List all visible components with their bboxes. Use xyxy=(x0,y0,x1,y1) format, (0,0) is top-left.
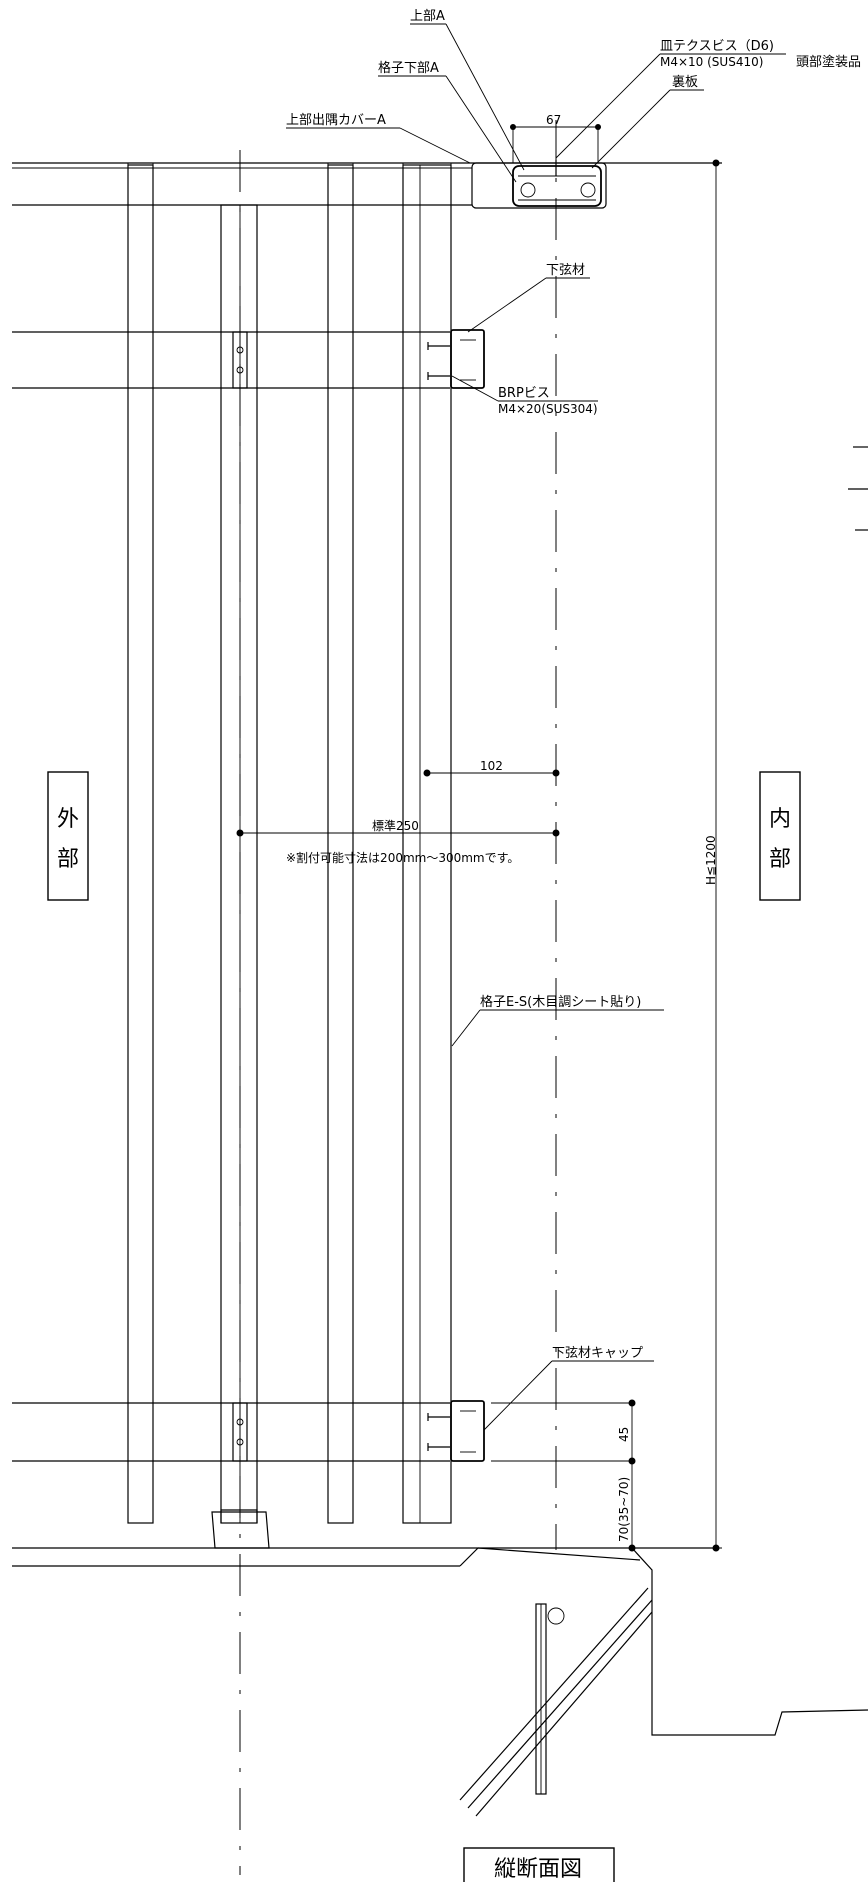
interior-char-2: 部 xyxy=(769,847,791,872)
dim-70-text: 70(35~70) xyxy=(617,1477,631,1542)
top-a-text: 上部A xyxy=(410,9,445,24)
post-base xyxy=(211,1509,270,1549)
label-brp-screw: BRPビス M4×20(SUS304) xyxy=(451,375,598,416)
label-lower-chord: 下弦材 xyxy=(467,262,590,333)
countersunk-screw-spec: M4×10 (SUS410) xyxy=(660,55,763,69)
back-plate-text: 裏板 xyxy=(672,75,698,90)
lower-chord-cap-text: 下弦材キャップ xyxy=(552,1345,643,1361)
label-lower-chord-cap: 下弦材キャップ xyxy=(483,1345,654,1431)
interior-char-1: 内 xyxy=(769,807,791,832)
label-grid-es: 格子E-S(木目調シート貼り) xyxy=(451,994,664,1047)
dim-250-text: 標準250 xyxy=(372,818,419,833)
dim-67: 67 xyxy=(510,113,601,163)
exterior-char-2: 部 xyxy=(57,847,79,872)
slat-2 xyxy=(220,204,258,1524)
floor-slab xyxy=(12,1547,718,1567)
corner-cover-text: 上部出隅カバーA xyxy=(286,113,386,128)
wall-structure xyxy=(459,1547,868,1817)
label-top-a: 上部A xyxy=(410,9,525,171)
dim-45-text: 45 xyxy=(617,1427,631,1442)
top-beam xyxy=(12,162,722,206)
label-back-plate: 裏板 xyxy=(591,75,704,169)
dim-45-70: 45 70(35~70) xyxy=(617,1399,636,1552)
head-painted-text: 頭部塗装品 xyxy=(796,54,861,70)
lower-chord-text: 下弦材 xyxy=(546,262,585,278)
grid-es-text: 格子E-S(木目調シート貼り) xyxy=(480,994,641,1010)
label-countersunk-screw: 皿テクスビス（D6) M4×10 (SUS410) 頭部塗装品 xyxy=(555,39,861,159)
lower-chord-profile-upper xyxy=(427,329,485,389)
brp-screw-text: BRPビス xyxy=(498,386,550,401)
dim-250: 標準250 ※割付可能寸法は200mm～300mmです。 xyxy=(236,818,560,865)
lower-chord-rail-upper xyxy=(12,331,450,389)
allocation-note: ※割付可能寸法は200mm～300mmです。 xyxy=(286,850,519,865)
countersunk-screw-text: 皿テクスビス（D6) xyxy=(660,39,774,54)
dim-102-text: 102 xyxy=(480,759,503,773)
top-cap-profile xyxy=(471,160,607,209)
grid-bottom-a-text: 格子下部A xyxy=(378,60,439,76)
brp-screw-spec: M4×20(SUS304) xyxy=(498,402,598,416)
lower-chord-rail-bottom xyxy=(12,1402,450,1462)
lower-chord-profile-bottom xyxy=(427,1400,632,1462)
dim-height: H≦1200 xyxy=(606,159,722,1552)
slat-caps-top xyxy=(127,162,452,169)
exterior-char-1: 外 xyxy=(57,807,79,832)
interior-label-box: 内 部 xyxy=(759,771,801,901)
label-corner-cover: 上部出隅カバーA xyxy=(286,113,471,164)
edge-fragments xyxy=(848,446,868,531)
label-grid-bottom-a: 格子下部A xyxy=(378,60,517,183)
dim-102: 102 xyxy=(423,759,560,777)
dim-height-text: H≦1200 xyxy=(704,835,718,885)
drawing-title: 縦断面図 xyxy=(494,1857,582,1882)
slat-4 xyxy=(402,164,452,1524)
exterior-label-box: 外 部 xyxy=(47,771,89,901)
title-box: 縦断面図 xyxy=(463,1847,615,1882)
dim-67-text: 67 xyxy=(546,113,561,127)
slat-1 xyxy=(127,164,154,1524)
slat-3 xyxy=(327,164,354,1524)
